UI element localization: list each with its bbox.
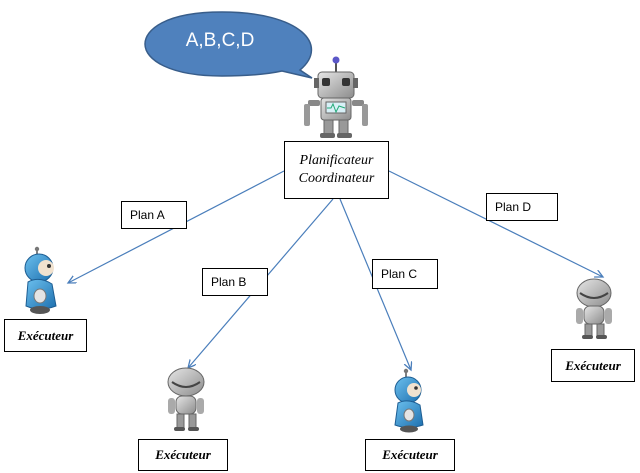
plan-c-label: Plan C (372, 259, 438, 289)
executor-center-left-label: Exécuteur (138, 439, 228, 471)
plan-b-label: Plan B (202, 268, 268, 296)
executor-right-robot-icon (576, 278, 612, 339)
speech-bubble-text: A,B,C,D (185, 30, 255, 51)
executor-center-right-label: Exécuteur (365, 439, 455, 471)
coordinator-line1: Planificateur (299, 153, 374, 168)
executor-center-left-robot-icon (167, 367, 205, 431)
speech-bubble (144, 11, 313, 79)
coordinator-line2: Coordinateur (298, 171, 375, 186)
executor-right-label: Exécuteur (551, 349, 635, 382)
coordinator-robot-icon (304, 56, 368, 138)
coordinator-box: Planificateur Coordinateur (284, 141, 389, 199)
executor-center-right-robot-icon (394, 368, 424, 433)
plan-a-label: Plan A (121, 201, 187, 229)
plan-d-label: Plan D (486, 193, 558, 221)
arrow-plan-d (388, 170, 603, 277)
executor-left-robot-icon (24, 246, 57, 314)
executor-left-label: Exécuteur (4, 319, 87, 352)
